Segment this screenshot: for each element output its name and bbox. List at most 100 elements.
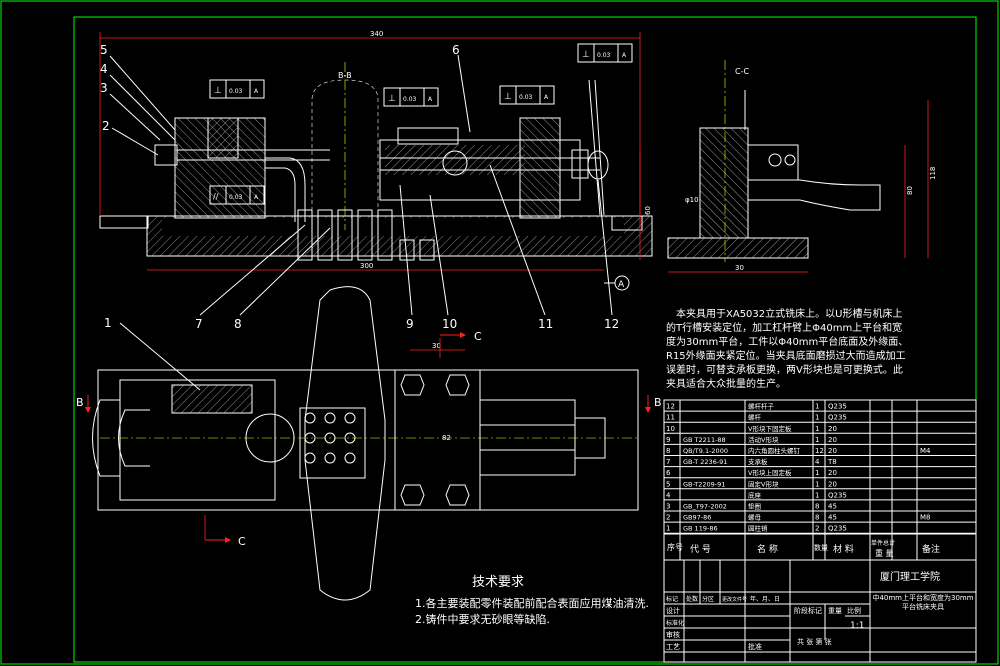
svg-text://: // xyxy=(213,192,219,201)
plan-base xyxy=(97,369,639,511)
tech-req-item-1: 1.各主要装配零件装配前配合表面应用煤油清洗. xyxy=(415,596,649,610)
cc-dim-h1-text: 80 xyxy=(906,186,914,195)
plan-hex-1 xyxy=(400,374,425,396)
bom-cell-qty: 8 xyxy=(815,514,819,522)
front-base-right-lip xyxy=(611,215,643,231)
front-base-left-lip xyxy=(99,215,149,229)
bom-cell-no: 4 xyxy=(666,491,671,499)
tol-frame-5: ⊥ 0.03 A xyxy=(577,43,633,63)
balloon-7: 7 xyxy=(195,317,203,331)
bom-cell-no: 1 xyxy=(666,525,670,533)
bom-cell-name: 垫圈 xyxy=(748,502,761,511)
bom-cell-code: GB_T97-2002 xyxy=(683,503,727,511)
tb-count: 处数 xyxy=(686,595,698,603)
front-support-bolts xyxy=(297,209,435,261)
front-handle-a xyxy=(588,79,601,216)
bom-cell-qty: 1 xyxy=(815,425,819,433)
bom-cell-note: M4 xyxy=(920,447,931,455)
bom-h-mat: 材 料 xyxy=(833,543,854,555)
cc-phi-text: φ10 xyxy=(685,196,699,204)
tb-stage: 阶段标记 xyxy=(794,606,822,615)
bom-cell-name: 螺杆杆子 xyxy=(748,402,775,411)
note-line-5: 误差时，可替支承板更换，两V形块也是可更换式。此 xyxy=(666,363,903,376)
dim-overall-text: 340 xyxy=(370,30,383,38)
bom-cell-name: 螺杆 xyxy=(748,413,762,422)
balloon-11: 11 xyxy=(538,317,553,331)
section-cc-label: C-C xyxy=(735,67,749,76)
balloon-3: 3 xyxy=(100,81,108,95)
bom-cell-no: 8 xyxy=(666,447,670,455)
tb-date: 年、月、日 xyxy=(750,595,780,603)
tb-review: 审核 xyxy=(666,630,680,639)
part-balloons: 5 4 3 2 6 7 8 9 10 11 12 1 xyxy=(100,43,619,391)
arrow-c-bottom-label: C xyxy=(238,535,246,548)
bom-cell-name: 底座 xyxy=(748,490,762,499)
bom-cell-code: GB-T 2236-91 xyxy=(683,458,727,466)
cc-work-arm xyxy=(748,179,881,211)
bom-cell-code: GB-T2209-91 xyxy=(683,480,725,488)
cc-vblock xyxy=(747,144,799,181)
dim-base-text: 300 xyxy=(360,262,373,270)
bom-cell-mat: 20 xyxy=(828,480,837,488)
front-handle-knob xyxy=(587,150,609,180)
bom-header: 序号 代 号 名 称 数量 材 料 单件总计 重 量 备注 xyxy=(664,533,976,558)
bom-cell-code: GB 119-86 xyxy=(683,525,718,533)
bom-h-name: 名 称 xyxy=(757,543,778,555)
bom-cell-mat: 20 xyxy=(828,425,837,433)
side-view-cc: C-C φ10 30 80 118 xyxy=(667,60,937,273)
bom-cell-qty: 8 xyxy=(815,503,819,511)
bom-cell-no: 6 xyxy=(666,469,671,477)
cc-base-hatch xyxy=(668,238,808,258)
svg-text:A: A xyxy=(254,194,259,201)
bom-cell-qty: 1 xyxy=(815,403,819,411)
tb-scale-label: 比例 xyxy=(847,606,861,615)
bom-cell-name: 内六角圆柱头螺钉 xyxy=(748,446,801,455)
bom-cell-qty: 1 xyxy=(815,414,819,422)
front-bolt-head xyxy=(154,144,178,166)
cc-dim-width-text: 30 xyxy=(735,264,744,272)
arrow-c-top-label: C xyxy=(474,330,482,343)
bom-cell-no: 3 xyxy=(666,503,670,511)
datum-a-text: A xyxy=(618,280,625,290)
svg-text:0.03: 0.03 xyxy=(403,96,417,103)
cc-body-hatch xyxy=(700,128,748,238)
balloon-12: 12 xyxy=(604,317,619,331)
svg-text:0.03: 0.03 xyxy=(597,52,611,59)
bom-cell-name: V形块下固定板 xyxy=(748,424,792,433)
svg-text:⊥: ⊥ xyxy=(582,50,590,60)
tech-req-item-2: 2.铸件中要求无砂眼等缺陷. xyxy=(415,612,550,626)
plan-bolt-grid xyxy=(299,407,366,479)
bom-h-code: 代 号 xyxy=(690,544,711,555)
plan-hex-2 xyxy=(445,374,470,396)
bom-cell-mat: Q235 xyxy=(828,491,847,499)
bom-h-note: 备注 xyxy=(922,543,940,555)
bom-cell-mat: 20 xyxy=(828,436,837,444)
cc-hole-1 xyxy=(768,153,782,167)
bom-cell-qty: 1 xyxy=(815,436,819,444)
plan-pin-hatch xyxy=(172,385,252,413)
front-base-slot xyxy=(162,218,624,236)
bom-cell-qty: 12 xyxy=(815,447,824,455)
bom-h-unit: 单件总计 xyxy=(871,539,895,547)
bom-cell-mat: T8 xyxy=(827,458,837,466)
balloon-8: 8 xyxy=(234,317,242,331)
bom-cell-no: 9 xyxy=(666,436,670,444)
tb-std: 标准化 xyxy=(666,619,684,627)
bom-cell-note: M8 xyxy=(920,514,931,522)
bom-cell-no: 5 xyxy=(666,480,670,488)
balloon-5: 5 xyxy=(100,43,108,57)
title-block: 标记 处数 分区 更改文件号 年、月、日 设计 标准化 审核 工艺 批准 阶段标… xyxy=(663,559,977,663)
bom-cell-name: 支承板 xyxy=(748,457,768,466)
plan-view: 30 82 B B C C xyxy=(76,286,662,601)
tb-design: 设计 xyxy=(666,606,680,615)
plan-dim-side-text: 82 xyxy=(442,434,451,442)
bom-h-wt: 重 量 xyxy=(875,548,894,558)
plan-hex-4 xyxy=(445,484,470,506)
tech-requirements: 技术要求 1.各主要装配零件装配前配合表面应用煤油清洗. 2.铸件中要求无砂眼等… xyxy=(415,575,649,626)
balloon-4: 4 xyxy=(100,62,108,76)
note-line-1: 本夹具用于XA5032立式铣床上。以U形槽与机床上 xyxy=(676,307,902,320)
bom-cell-qty: 1 xyxy=(815,480,819,488)
plan-u-slot xyxy=(92,399,120,477)
